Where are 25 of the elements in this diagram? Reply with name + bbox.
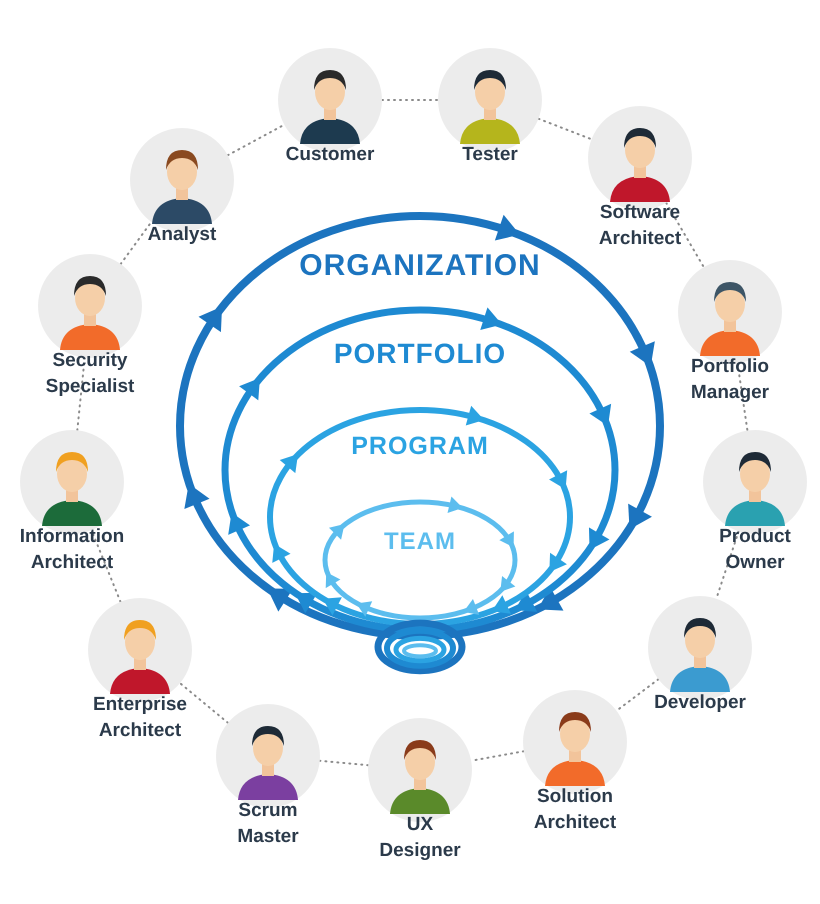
role-label: Security Specialist (44, 349, 136, 399)
dotted-connector (226, 124, 286, 156)
role-label: Scrum Master (236, 799, 300, 849)
loop-label: PORTFOLIO (332, 338, 508, 370)
role-label: Enterprise Architect (92, 693, 188, 743)
role-label: UX Designer (378, 813, 462, 863)
dotted-connector (120, 221, 152, 265)
role-label: Portfolio Manager (690, 355, 770, 405)
dotted-connector (318, 760, 370, 766)
dotted-connector (381, 99, 439, 101)
role-label: Information Architect (18, 525, 126, 575)
role-label: Customer (284, 143, 376, 167)
loop-label: TEAM (383, 528, 457, 556)
role-label: Solution Architect (532, 785, 618, 835)
role-label: Developer (653, 691, 747, 715)
role-label: Software Architect (598, 201, 682, 251)
role-label: Analyst (146, 223, 218, 247)
dotted-connector (616, 678, 660, 712)
dotted-connector (665, 202, 705, 268)
role-label: Product Owner (718, 525, 792, 575)
loop-label: ORGANIZATION (298, 249, 542, 283)
dotted-connector (538, 118, 592, 140)
loop-label: PROGRAM (350, 432, 490, 460)
role-label: Tester (461, 143, 519, 167)
dotted-connector (179, 682, 229, 724)
